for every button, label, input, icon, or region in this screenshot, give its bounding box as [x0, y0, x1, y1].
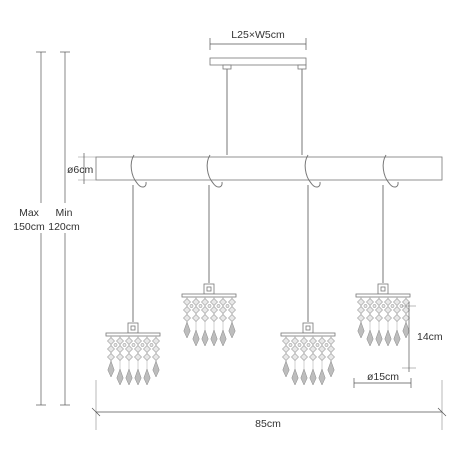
crystal-strand — [327, 336, 335, 378]
canopy-width-dimension: L25×W5cm — [209, 29, 307, 50]
crystal-strand — [210, 297, 221, 347]
crystal-strand — [300, 336, 311, 386]
crystal-strand — [152, 336, 160, 378]
crystal-strand — [318, 336, 329, 386]
crystal-strand — [393, 297, 404, 347]
shade-diameter-dimension: ø15cm — [353, 371, 412, 388]
crystal-strand — [201, 297, 212, 347]
crystal-strand — [291, 336, 302, 386]
pendant-plate — [181, 293, 237, 298]
crystal-strand — [134, 336, 145, 386]
max-value: 150cm — [13, 221, 45, 233]
crystal-strand — [192, 297, 203, 347]
min-label: Min — [56, 207, 73, 219]
suspension-wires — [226, 69, 303, 155]
total-length-label: 85cm — [255, 418, 281, 430]
beam-diameter-dimension: ø6cm — [67, 153, 96, 184]
crystal-strand — [366, 297, 377, 347]
crystal-strand — [143, 336, 154, 386]
shade-height-label: 14cm — [417, 331, 443, 343]
beam-hooks — [130, 154, 399, 188]
crystal-strand — [384, 297, 395, 347]
total-length-dimension: 85cm — [91, 380, 447, 430]
pendant-1 — [105, 322, 161, 386]
pendant-plate — [355, 293, 411, 298]
crystal-strand — [116, 336, 127, 386]
max-label: Max — [19, 207, 40, 219]
wooden-beam — [95, 156, 443, 181]
beam-diameter-label: ø6cm — [67, 164, 94, 176]
crystal-strand — [375, 297, 386, 347]
min-value: 120cm — [48, 221, 80, 233]
height-dimensions: Max 150cm Min 120cm — [6, 51, 88, 406]
crystal-strand — [125, 336, 136, 386]
pendant-plate — [105, 332, 161, 337]
shade-height-dimension: 14cm — [402, 302, 443, 372]
pendant-2 — [181, 283, 237, 347]
crystal-strand — [357, 297, 368, 339]
crystal-strand — [309, 336, 320, 386]
canopy-plate — [209, 57, 307, 70]
pendant-plate — [280, 332, 336, 337]
pendant-3 — [280, 322, 336, 386]
crystal-strand — [282, 336, 293, 378]
crystal-strand — [219, 297, 230, 347]
crystal-strand — [228, 297, 236, 339]
crystal-strand — [402, 297, 410, 339]
pendant-cords — [132, 185, 384, 322]
pendant-shades — [105, 283, 411, 386]
canopy-size-label: L25×W5cm — [231, 29, 285, 41]
crystal-strand — [107, 336, 118, 378]
shade-diameter-label: ø15cm — [367, 371, 399, 383]
crystal-strand — [183, 297, 194, 339]
pendant-4 — [355, 283, 411, 347]
